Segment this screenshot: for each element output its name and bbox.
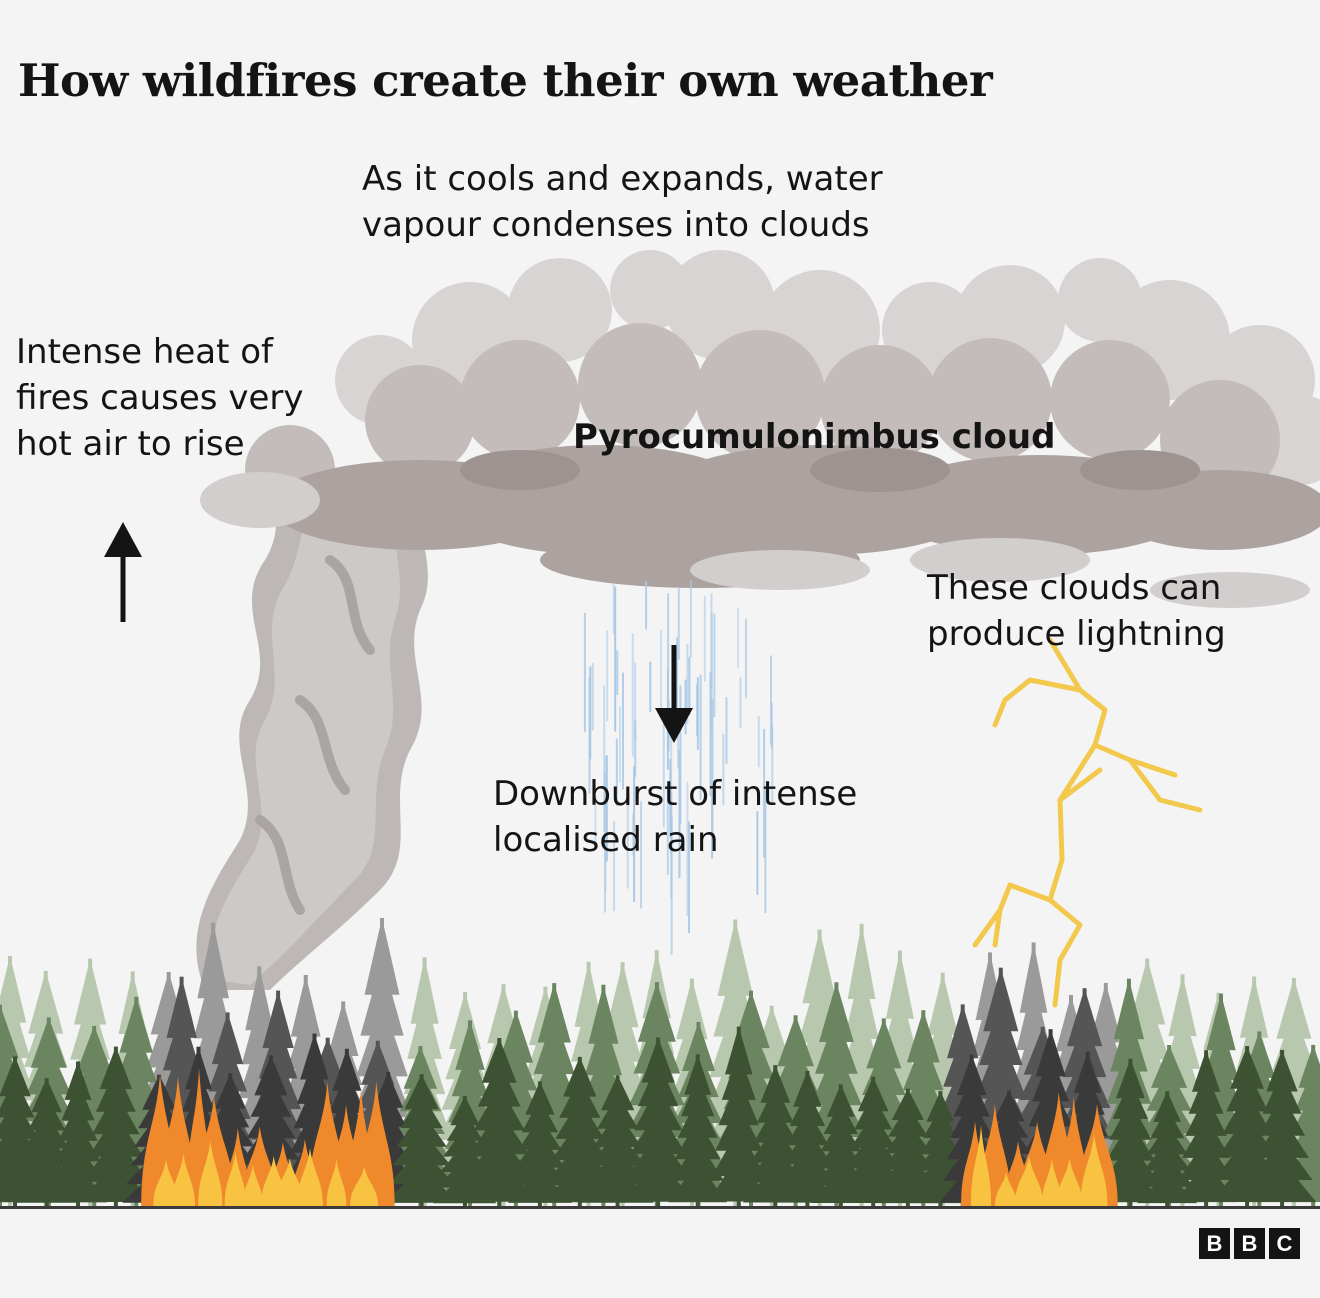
label-line: Intense heat of xyxy=(16,332,274,372)
fire-icon xyxy=(224,1151,247,1206)
fire-icon xyxy=(1080,1133,1108,1206)
label-cloud: Pyrocumulonimbus cloud xyxy=(573,414,1055,460)
fire-icon xyxy=(153,1159,179,1206)
label-line: localised rain xyxy=(493,820,719,860)
arrow-up-icon xyxy=(104,522,142,622)
label-line: As it cools and expands, water xyxy=(362,159,883,199)
pyrocumulonimbus-cloud xyxy=(200,250,1320,608)
logo-letter: C xyxy=(1269,1228,1300,1259)
fire-icon xyxy=(1056,1158,1083,1206)
forest xyxy=(0,918,1320,1206)
fire-icon xyxy=(1014,1155,1044,1206)
smoke-column xyxy=(196,470,430,990)
tree-icon xyxy=(1175,1050,1237,1206)
tree-icon xyxy=(1247,1049,1317,1206)
fire-icon xyxy=(1041,1158,1062,1206)
arrow-down-icon xyxy=(655,645,693,743)
tree-icon xyxy=(622,1037,694,1206)
tree-icon xyxy=(810,1084,872,1206)
tree-icon xyxy=(80,1046,152,1206)
bbc-logo: B B C xyxy=(1199,1228,1300,1259)
label-line: Pyrocumulonimbus cloud xyxy=(573,417,1056,457)
fire-icon xyxy=(970,1125,992,1206)
label-condense: As it cools and expands, water vapour co… xyxy=(362,156,883,248)
tree-icon xyxy=(708,1026,769,1206)
fire-icon xyxy=(297,1148,323,1206)
logo-letter: B xyxy=(1234,1228,1265,1259)
fire-icon xyxy=(994,1172,1018,1206)
label-line: vapour condenses into clouds xyxy=(362,205,870,245)
lightning-bolt-icon xyxy=(972,637,1203,1008)
rain-streaks xyxy=(583,580,774,956)
label-rain: Downburst of intense localised rain xyxy=(493,771,857,863)
fire-icon xyxy=(357,1081,395,1206)
fire-icon xyxy=(171,1153,196,1206)
label-line: hot air to rise xyxy=(16,424,245,464)
fire-icon xyxy=(275,1158,305,1206)
label-lightning: These clouds can produce lightning xyxy=(927,565,1226,657)
tree-icon xyxy=(909,1091,971,1206)
tree-icon xyxy=(384,1074,459,1206)
fire-icon xyxy=(326,1158,347,1206)
logo-letter: B xyxy=(1199,1228,1230,1259)
label-line: These clouds can xyxy=(927,568,1222,608)
label-heat: Intense heat of fires causes very hot ai… xyxy=(16,329,303,467)
label-line: fires causes very xyxy=(16,378,304,418)
tree-icon xyxy=(668,1054,728,1206)
tree-icon xyxy=(1099,1058,1162,1206)
fire-icon xyxy=(350,1166,379,1206)
label-line: produce lightning xyxy=(927,614,1226,654)
label-line: Downburst of intense xyxy=(493,774,858,814)
page-title: How wildfires create their own weather xyxy=(18,54,993,107)
ground-line xyxy=(0,1206,1320,1209)
fire-icon xyxy=(242,1164,263,1206)
fire-icon xyxy=(198,1139,223,1206)
